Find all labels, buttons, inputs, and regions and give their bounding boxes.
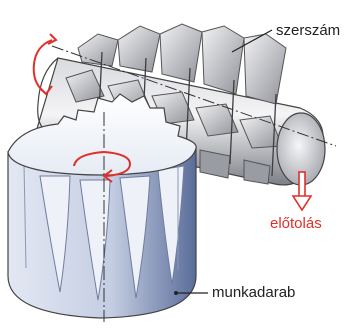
feed-label: előtolás	[270, 215, 322, 233]
tool-label: szerszám	[276, 22, 340, 40]
workpiece-leader-dot	[174, 291, 178, 295]
workpiece-label: munkadarab	[212, 284, 295, 302]
workpiece-gear	[8, 94, 196, 322]
